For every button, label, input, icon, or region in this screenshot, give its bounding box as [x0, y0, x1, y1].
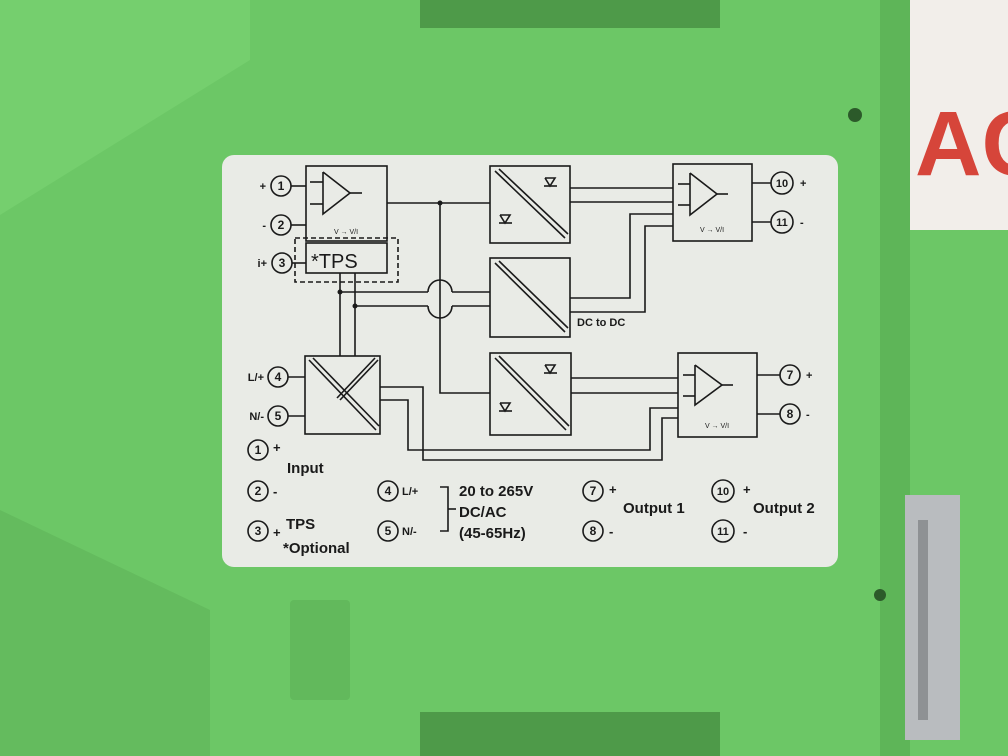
- terminal-circles: [247, 171, 801, 543]
- terminal-1-sign: +: [260, 181, 266, 193]
- legend-out2-plus: +: [743, 482, 751, 497]
- legend-terminal-4: 4: [385, 484, 392, 498]
- legend-tps-note: *Optional: [283, 540, 350, 557]
- dc-to-dc-label: DC to DC: [577, 317, 625, 329]
- legend-output2-label: Output 2: [753, 500, 815, 517]
- terminal-8: 8: [787, 407, 794, 421]
- terminal-7: 7: [787, 368, 794, 382]
- legend-n-minus: N/-: [402, 526, 417, 538]
- legend-l-plus: L/+: [402, 486, 418, 498]
- terminal-8-sign: -: [806, 409, 810, 421]
- tps-label: *TPS: [311, 251, 358, 273]
- legend-terminal-3: 3: [255, 524, 262, 538]
- terminal-10-sign: +: [800, 178, 806, 190]
- legend-dc-ac: DC/AC: [459, 504, 507, 521]
- legend-terminal-2: 2: [255, 484, 262, 498]
- background-sign-text: AC: [915, 93, 1008, 195]
- terminal-3-sign: i+: [258, 258, 267, 270]
- amp-out2-label: V → V/I: [700, 227, 724, 234]
- legend-frequency: (45-65Hz): [459, 525, 526, 542]
- wall: [905, 0, 1008, 230]
- terminal-3: 3: [279, 256, 286, 270]
- terminal-11-sign: -: [800, 217, 804, 229]
- legend-out1-minus: -: [609, 524, 613, 539]
- terminal-5-sign: N/-: [249, 411, 264, 423]
- din-rail-clip: [905, 495, 960, 740]
- legend-input-label: Input: [287, 460, 324, 477]
- amp1-label: V → V/I: [334, 229, 358, 236]
- terminal-2: 2: [278, 218, 285, 232]
- legend-out2-minus: -: [743, 524, 747, 539]
- terminal-4-sign: L/+: [248, 372, 264, 384]
- terminal-5: 5: [275, 409, 282, 423]
- terminal-7-sign: +: [806, 370, 812, 382]
- legend-tps-label: TPS: [286, 516, 315, 533]
- legend-input-minus: -: [273, 484, 277, 499]
- terminal-1: 1: [278, 179, 285, 193]
- amp-out1-label: V → V/I: [705, 423, 729, 430]
- legend-voltage: 20 to 265V: [459, 483, 533, 500]
- legend-tps-plus: +: [273, 525, 281, 540]
- terminal-10: 10: [776, 178, 788, 190]
- legend-output1-label: Output 1: [623, 500, 685, 517]
- terminal-2-sign: -: [262, 220, 266, 232]
- legend-terminal-10: 10: [717, 486, 729, 498]
- legend-terminal-5: 5: [385, 524, 392, 538]
- legend-terminal-8: 8: [590, 524, 597, 538]
- legend-terminal-11: 11: [717, 526, 729, 538]
- schematic-label: [222, 155, 838, 567]
- legend-input-plus: +: [273, 440, 281, 455]
- legend-out1-plus: +: [609, 482, 617, 497]
- terminal-4: 4: [275, 370, 282, 384]
- legend-terminal-7: 7: [590, 484, 597, 498]
- legend-terminal-1: 1: [255, 443, 262, 457]
- terminal-11: 11: [776, 217, 788, 229]
